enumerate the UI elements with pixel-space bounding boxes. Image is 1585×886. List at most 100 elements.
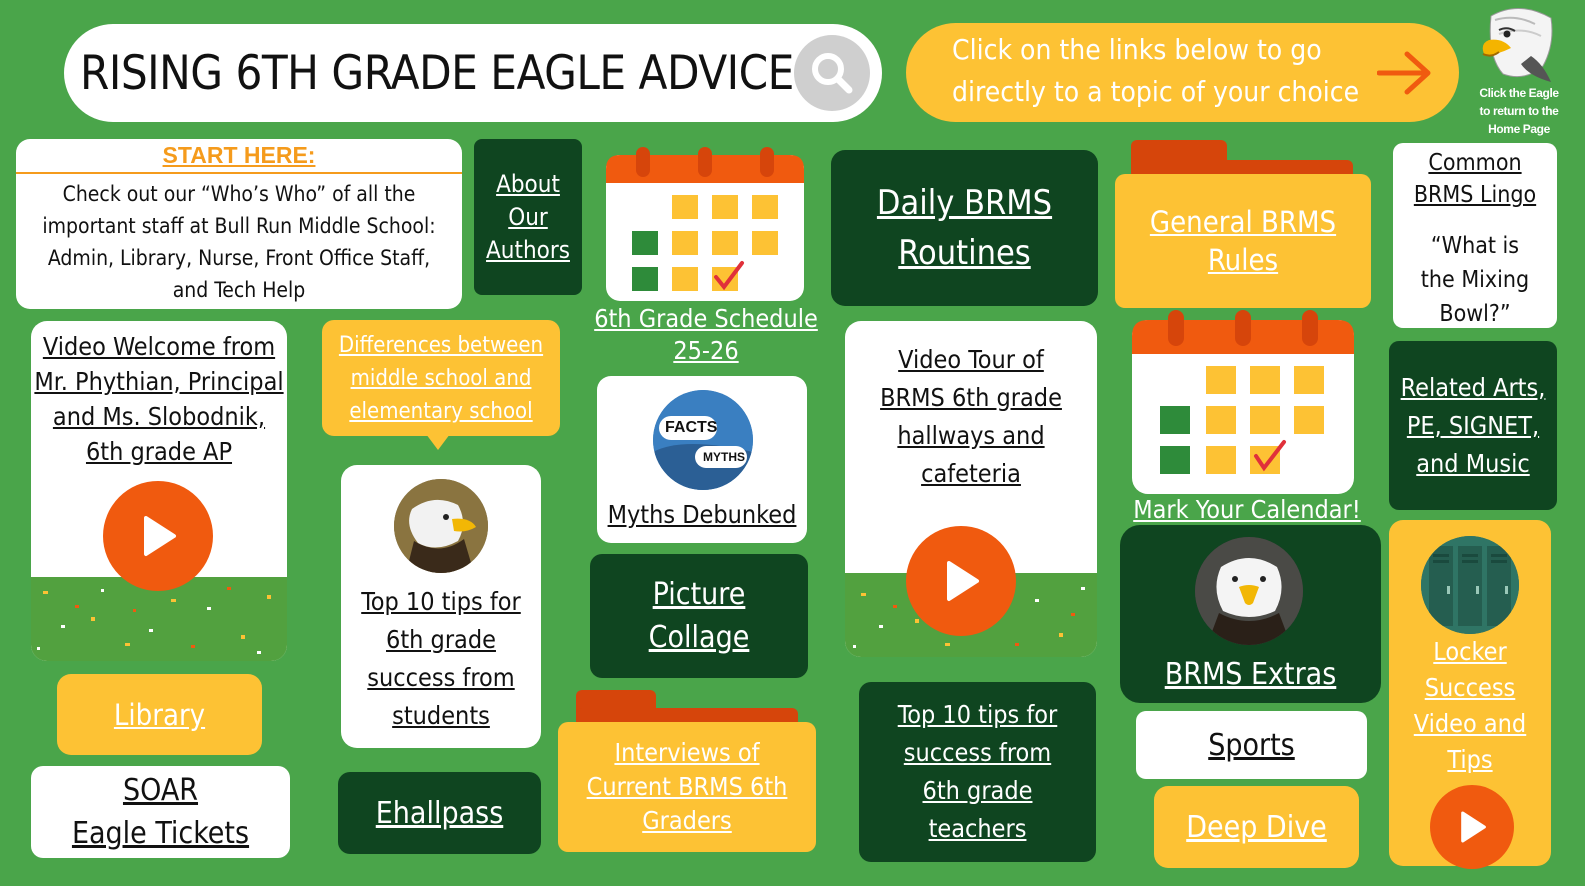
picture-collage-line-2[interactable]: Collage [648,620,750,655]
related-arts-line-3[interactable]: and Music [1416,448,1530,478]
related-arts-tile[interactable]: Related Arts, PE, SIGNET, and Music [1389,341,1557,510]
tips-students-tile[interactable]: Top 10 tips for 6th grade success from s… [341,465,541,748]
interviews-tile[interactable]: Interviews of Current BRMS 6th Graders [558,690,816,862]
tips-students-line-2[interactable]: 6th grade [386,625,496,654]
instruction-line-1: Click on the links below to go [952,33,1322,66]
locker-line-2[interactable]: Success [1424,673,1516,702]
calendar-icon[interactable] [1132,310,1354,494]
brms-extras-tile[interactable]: BRMS Extras [1120,525,1381,703]
eagle-photo [394,479,488,573]
soar-line-2[interactable]: Eagle Tickets [71,816,250,851]
arrow-right-icon [1376,51,1433,100]
page-title: RISING 6TH GRADE EAGLE ADVICE [80,45,794,101]
video-welcome-line-2[interactable]: Mr. Phythian, Principal [34,367,284,396]
common-lingo-tile[interactable]: Common BRMS Lingo “What is the Mixing Bo… [1393,143,1557,328]
start-here-body: Check out our “Who’s Who” of all the imp… [42,182,436,302]
about-authors-tile[interactable]: About Our Authors [474,139,582,295]
locker-success-tile[interactable]: Locker Success Video and Tips [1389,520,1551,869]
mark-calendar-tile[interactable]: Mark Your Calendar! [1120,310,1374,528]
locker-line-3[interactable]: Video and [1413,709,1527,738]
play-button[interactable] [906,526,1016,636]
common-lingo-question-3: Bowl?” [1439,301,1511,327]
related-arts-line-2[interactable]: PE, SIGNET, [1406,410,1540,440]
play-button[interactable] [103,481,213,591]
about-authors-line-1[interactable]: About [496,169,560,198]
interviews-line-2[interactable]: Current BRMS 6th [586,772,788,801]
play-button[interactable] [1430,785,1514,869]
tips-teachers-line-2[interactable]: success from [903,738,1052,767]
video-welcome-line-3[interactable]: and Ms. Slobodnik, [52,402,266,431]
start-here-card[interactable]: START HERE: Check out our “Who’s Who” of… [16,139,462,309]
play-icon [947,561,979,601]
myths-debunked-tile[interactable]: FACTS MYTHS Myths Debunked [597,376,807,543]
tips-teachers-line-3[interactable]: 6th grade [922,776,1033,805]
myths-word: MYTHS [703,450,745,464]
general-rules-tile[interactable]: General BRMS Rules [1115,140,1371,310]
daily-routines-tile[interactable]: Daily BRMS Routines [831,150,1098,306]
interviews-line-3[interactable]: Graders [642,806,732,835]
video-tour-line-2[interactable]: BRMS 6th grade [880,383,1062,412]
video-tour-line-4[interactable]: cafeteria [921,459,1021,488]
schedule-label-line-1[interactable]: 6th Grade Schedule [594,304,818,333]
picture-collage-line-1[interactable]: Picture [652,577,746,612]
facts-word: FACTS [665,419,718,436]
general-rules-line-1[interactable]: General BRMS [1149,205,1337,239]
speech-bubble-tail [426,434,450,450]
deep-dive-tile[interactable]: Deep Dive [1154,786,1359,868]
video-welcome-line-4[interactable]: 6th grade AP [85,437,233,466]
locker-line-4[interactable]: Tips [1447,745,1493,774]
home-hint-line-1: Click the Eagle [1479,86,1559,100]
picture-collage-tile[interactable]: Picture Collage [590,554,808,678]
related-arts-line-1[interactable]: Related Arts, [1400,372,1546,402]
schedule-tile[interactable]: 6th Grade Schedule 25-26 [586,137,826,371]
video-welcome-tile[interactable]: Video Welcome from Mr. Phythian, Princip… [31,321,287,661]
daily-routines-line-1[interactable]: Daily BRMS [876,183,1053,223]
myths-debunked-label[interactable]: Myths Debunked [607,500,797,529]
deep-dive-label[interactable]: Deep Dive [1186,809,1327,845]
tips-students-line-4[interactable]: students [392,701,490,730]
differences-tile[interactable]: Differences between middle school and el… [322,320,560,450]
about-authors-line-2[interactable]: Our [508,202,548,231]
eagle-photo [1195,537,1303,645]
library-tile[interactable]: Library [57,674,262,755]
video-tour-line-3[interactable]: hallways and [897,421,1045,450]
video-tour-tile[interactable]: Video Tour of BRMS 6th grade hallways an… [845,321,1097,657]
sports-tile[interactable]: Sports [1136,711,1367,779]
eagle-icon[interactable] [1481,4,1557,84]
interviews-line-1[interactable]: Interviews of [614,738,760,767]
soar-tickets-tile[interactable]: SOAR Eagle Tickets [31,766,290,858]
daily-routines-line-2[interactable]: Routines [898,233,1031,273]
schedule-label-line-2[interactable]: 25-26 [673,336,739,365]
lockers-icon [1421,536,1519,634]
about-authors-line-3[interactable]: Authors [486,235,570,264]
search-icon[interactable] [794,35,870,111]
tips-teachers-line-4[interactable]: teachers [928,814,1027,843]
differences-line-1[interactable]: Differences between [338,332,544,358]
differences-line-3[interactable]: elementary school [349,398,533,424]
locker-line-1[interactable]: Locker [1433,637,1507,666]
ehallpass-tile[interactable]: Ehallpass [338,772,541,854]
differences-line-2[interactable]: middle school and [350,365,532,391]
common-lingo-question-1: “What is [1430,233,1520,259]
play-icon [144,516,176,556]
instruction-line-2: directly to a topic of your choice [952,75,1360,108]
common-lingo-line-2[interactable]: BRMS Lingo [1413,182,1537,208]
mark-calendar-label[interactable]: Mark Your Calendar! [1133,495,1361,524]
tips-students-line-1[interactable]: Top 10 tips for [361,587,521,616]
tips-students-line-3[interactable]: success from [367,663,515,692]
video-welcome-line-1[interactable]: Video Welcome from [42,332,276,361]
calendar-icon[interactable] [606,147,804,301]
tips-teachers-tile[interactable]: Top 10 tips for success from 6th grade t… [859,682,1096,862]
soar-line-1[interactable]: SOAR [122,773,199,808]
sports-label[interactable]: Sports [1208,727,1295,763]
home-hint-line-2: to return to the [1479,104,1559,118]
tips-teachers-line-1[interactable]: Top 10 tips for [897,700,1058,729]
ehallpass-label[interactable]: Ehallpass [375,795,504,831]
brms-extras-label[interactable]: BRMS Extras [1164,657,1337,692]
video-tour-line-1[interactable]: Video Tour of [898,345,1044,374]
general-rules-line-2[interactable]: Rules [1207,243,1279,277]
common-lingo-line-1[interactable]: Common [1428,150,1522,176]
home-eagle-button[interactable]: Click the Eagle to return to the Home Pa… [1460,4,1578,138]
library-label[interactable]: Library [113,697,206,732]
start-divider [16,172,462,174]
